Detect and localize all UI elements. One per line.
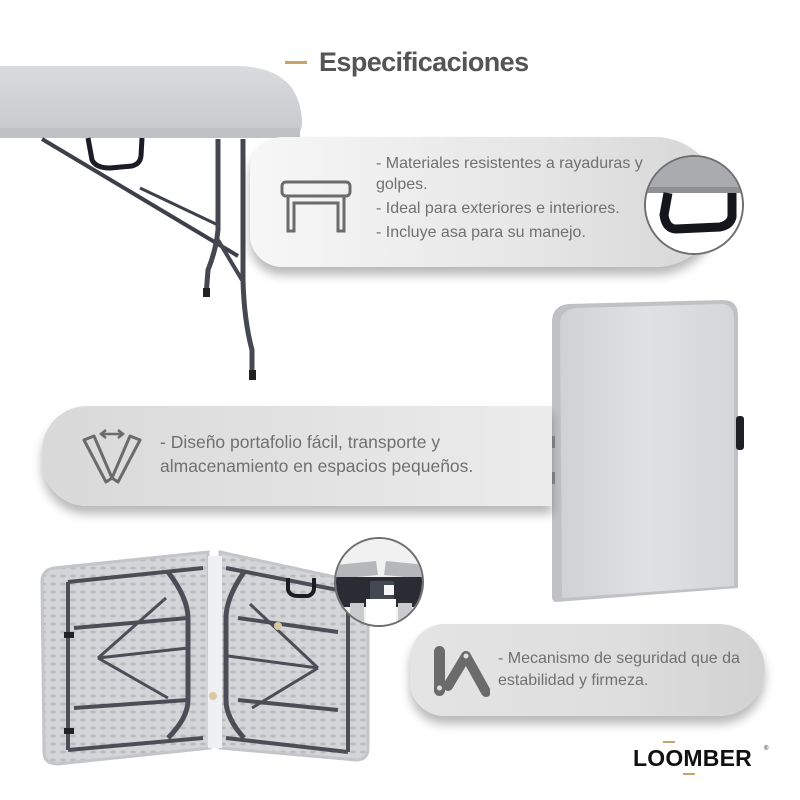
feature-card-portfolio-design: - Diseño portafolio fácil, transporte y … — [42, 406, 552, 506]
feature-line: - Materiales resistentes a rayaduras y g… — [376, 155, 643, 193]
feature-line: - Incluye asa para su manejo. — [376, 224, 586, 241]
brand-name: LOOMBER — [633, 745, 752, 771]
page-title: Especificaciones — [319, 46, 529, 77]
feature-text-portfolio: - Diseño portafolio fácil, transporte y … — [160, 432, 474, 476]
hinge-lock-icon — [434, 646, 490, 697]
section-header: Especificaciones — [285, 44, 529, 80]
logo-accent-top — [663, 741, 675, 743]
brand-logo: LOOMBER ® — [633, 741, 773, 775]
feature-card-materials: - Materiales resistentes a rayaduras y g… — [250, 137, 720, 267]
logo-accent-bottom — [683, 773, 695, 775]
registered-mark: ® — [764, 746, 769, 752]
feature-line: - Ideal para exteriores e interiores. — [376, 200, 620, 217]
table-icon — [280, 180, 352, 233]
folding-table-open-photo — [0, 66, 302, 380]
header-accent-line — [285, 60, 307, 64]
handle-closeup-image — [646, 157, 742, 253]
handle-closeup-photo — [644, 155, 744, 255]
mechanism-closeup-image — [336, 539, 422, 625]
folding-table-underside-photo — [40, 550, 370, 766]
feature-text-materials: - Materiales resistentes a rayaduras y g… — [376, 153, 666, 246]
feature-text-safety: - Mecanismo de seguridad que da estabili… — [498, 650, 740, 689]
feature-card-safety-mechanism: - Mecanismo de seguridad que da estabili… — [410, 624, 765, 716]
locking-mechanism-closeup-photo — [334, 537, 424, 627]
folding-table-closed-photo — [552, 300, 744, 602]
fold-portfolio-icon — [82, 429, 142, 484]
